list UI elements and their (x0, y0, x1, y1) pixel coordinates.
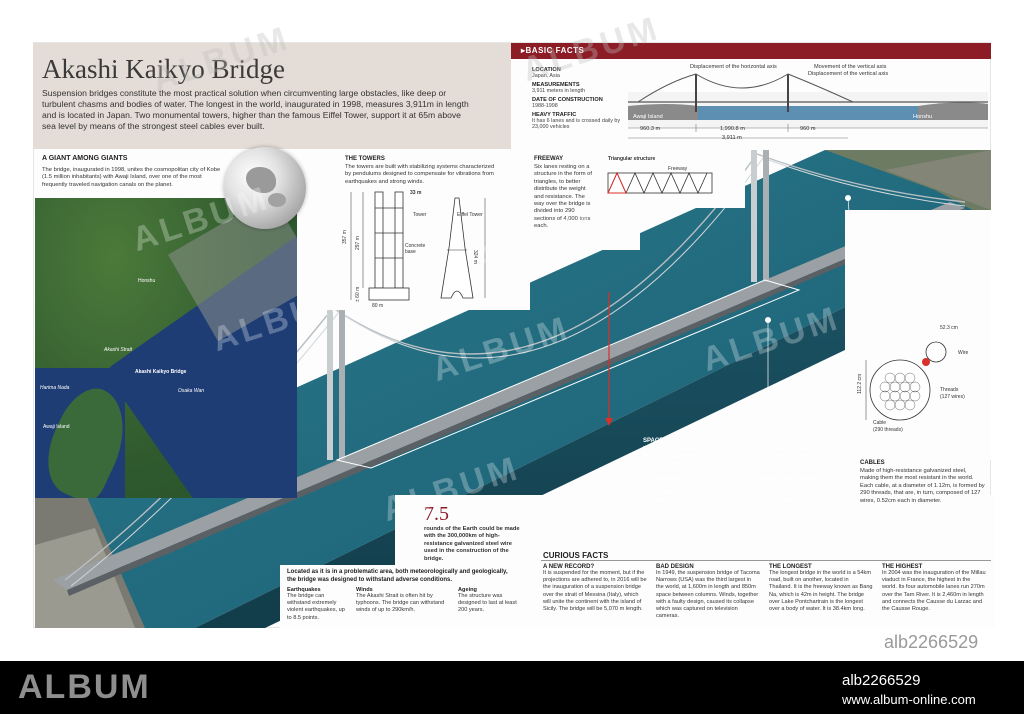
label-triangular-structure: Triangular structure (608, 156, 656, 162)
map-label-osaka: Osaka Wan (178, 388, 205, 394)
cable-cross-section (865, 341, 947, 421)
condition-winds: Winds The Akashi Strait is often hit by … (356, 587, 445, 614)
footer-url-link[interactable]: www.album-online.com (842, 692, 976, 707)
rounds-number: 7.5 (424, 503, 449, 525)
satellite-map (35, 198, 297, 498)
header-band (33, 43, 511, 149)
giant-panel (35, 150, 230, 198)
fact-measurements: MEASUREMENTS 3,911 meters in length (532, 82, 585, 94)
label-tower: Tower (413, 212, 427, 218)
globe-icon (224, 147, 306, 229)
label-span-right: 960 m (800, 126, 816, 132)
sea-heading: SEA (759, 438, 772, 444)
curious-heading: CURIOUS FACTS (543, 551, 609, 560)
label-threads: Threads (940, 387, 959, 393)
label-297m: 297 m (355, 236, 361, 250)
curious-the-longest: THE LONGEST The longest bridge in the wo… (769, 564, 873, 613)
label-cable-count: (290 threads) (873, 427, 903, 433)
label-eiffel: Eiffel Tower (457, 212, 483, 218)
label-concrete-base: Concrete base (405, 243, 426, 255)
towers-text: The towers are built with stabilizing sy… (345, 164, 495, 185)
rounds-text: rounds of the Earth could be made with t… (424, 526, 520, 562)
conditions-intro: Located as it is in a problematic area, … (287, 569, 508, 583)
label-vertical-axis-2: Displacement of the vertical axis (808, 71, 889, 77)
reference-id: alb2266529 (884, 632, 979, 652)
label-52cm: 52.3 cm (940, 325, 958, 331)
cables-heading: CABLES (860, 460, 885, 466)
map-label-awaji: Awaji Island (43, 424, 70, 430)
freeway-text: Six lanes resting on a structure in the … (534, 164, 592, 230)
label-span-center: 1,990.8 m (720, 126, 745, 132)
condition-ageing: Ageing The structure was designed to las… (458, 587, 517, 614)
footer-bar (0, 661, 1024, 714)
curious-bad-design: BAD DESIGN In 1949, the suspension bridg… (656, 564, 760, 620)
freeway-heading: FREEWAY (534, 156, 564, 162)
label-112cm: 112.2 cm (857, 373, 863, 394)
label-cable: Cable (873, 420, 887, 426)
condition-earthquakes: Earthquakes The bridge can withstand ext… (287, 587, 345, 621)
sea-text: The Akashi Strait is an important and da… (759, 446, 826, 504)
label-80m: 80 m (372, 303, 384, 309)
basic-facts-band (511, 43, 991, 59)
towers-heading: THE TOWERS (345, 156, 385, 162)
curious-divider (541, 560, 991, 561)
fact-date: DATE OF CONSTRUCTION 1988-1998 (532, 97, 603, 109)
cables-text: Made of high-resistance galvanized steel… (860, 468, 985, 504)
label-awaji-island: Awaji Island (633, 114, 663, 120)
label-33m: 33 m (410, 190, 422, 196)
label-horizontal-axis: Displacement of the horizontal axis (690, 64, 777, 70)
towers-panel (297, 150, 530, 310)
towers-diagram (350, 191, 486, 301)
label-threads-count: (127 wires) (940, 394, 965, 400)
curious-the-highest: THE HIGHEST In 2004 was the inauguration… (882, 564, 986, 613)
label-60m: ± 60 m (355, 286, 361, 302)
fact-traffic: HEAVY TRAFFIC It has 6 lanes and is cros… (532, 112, 621, 130)
giant-heading: A GIANT AMONG GIANTS (42, 155, 128, 162)
footer-image-id: alb2266529 (842, 672, 921, 689)
fact-location: LOCATION Japan, Asia (532, 67, 561, 79)
map-label-bridge: Akashi Kaikyo Bridge (135, 369, 187, 375)
curious-new-record: A NEW RECORD? It is suspended for the mo… (543, 564, 647, 613)
spaces-text: The distance between the two bridge colu… (643, 446, 710, 512)
label-total: 3,911 m (722, 135, 742, 141)
basic-facts-list: LOCATION Japan, Asia MEASUREMENTS 3,911 … (532, 67, 624, 130)
label-vertical-axis-1: Movement of the vertical axis (814, 64, 887, 70)
spaces-heading: SPACES (643, 438, 668, 444)
giant-text: The bridge, inaugurated in 1998, unites … (42, 167, 221, 188)
basic-facts-label: ▸BASIC FACTS (521, 46, 585, 55)
cables-panel-bg (845, 210, 991, 460)
label-honshu: Honshu (913, 114, 933, 120)
label-span-left: 960.3 m (640, 126, 661, 132)
label-freeway: Freeway (668, 166, 688, 172)
map-label-harima: Harima Nada (40, 385, 70, 391)
footer-logo[interactable]: ALBUM (18, 668, 151, 706)
map-label-akashi-strait: Akashi Strait (104, 347, 133, 353)
label-wire: Wire (958, 350, 969, 356)
label-357m: 357 m (342, 230, 348, 244)
intro-text: Suspension bridges constitute the most p… (42, 88, 469, 131)
map-label-honshu: Honshu (138, 278, 156, 284)
conditions-panel-bg (280, 565, 540, 628)
bridge-elevation-diagram (628, 73, 988, 139)
truss-diagram (607, 172, 713, 194)
page-title: Akashi Kaikyo Bridge (42, 54, 285, 84)
